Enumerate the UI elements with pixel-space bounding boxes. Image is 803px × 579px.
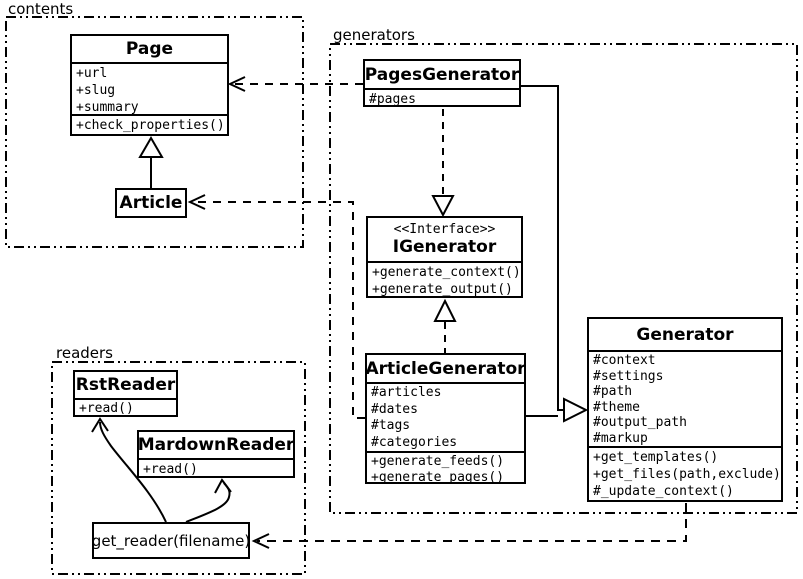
class-pagesgenerator-title: PagesGenerator bbox=[364, 64, 520, 85]
attribute-row: #pages bbox=[369, 92, 416, 105]
attribute-row: #output_path bbox=[593, 415, 687, 430]
dependency-arrowhead-icon bbox=[187, 194, 206, 210]
method-row: +generate_pages() bbox=[371, 470, 505, 482]
attribute-row: #tags bbox=[371, 418, 411, 433]
class-mardownreader-title: MardownReader bbox=[137, 435, 295, 455]
class-generator: Generator #context #settings #path #them… bbox=[587, 317, 783, 502]
attribute-row: #theme bbox=[593, 399, 640, 415]
dependency-arrowhead-icon bbox=[251, 533, 270, 549]
package-label-contents: contents bbox=[8, 0, 74, 18]
package-label-readers: readers bbox=[56, 344, 113, 362]
package-contents-border bbox=[5, 16, 304, 248]
attribute-row: #context bbox=[593, 353, 656, 368]
class-articlegenerator-title: ArticleGenerator bbox=[365, 358, 526, 379]
edge-articlegenerator-to-article bbox=[193, 201, 365, 419]
method-row: +generate_context() bbox=[372, 265, 521, 280]
edge-generator-to-getreader bbox=[257, 503, 687, 542]
method-row: +get_files(path,exclude) bbox=[593, 467, 781, 482]
package-label-generators: generators bbox=[333, 26, 415, 44]
class-page-methods: +check_properties() bbox=[72, 114, 227, 134]
class-articlegenerator-methods: +generate_feeds() +generate_pages() bbox=[367, 451, 524, 482]
edge-getreader-to-mardownreader bbox=[185, 482, 231, 523]
class-igenerator: <<Interface>> IGenerator +generate_conte… bbox=[366, 216, 523, 298]
class-igenerator-methods: +generate_context() +generate_output() bbox=[368, 261, 521, 296]
function-get-reader-label: get_reader(filename) bbox=[91, 531, 251, 550]
generalization-triangle-icon bbox=[563, 397, 589, 423]
attribute-row: #markup bbox=[593, 430, 648, 446]
class-articlegenerator: ArticleGenerator #articles #dates #tags … bbox=[365, 353, 526, 484]
class-articlegenerator-attributes: #articles #dates #tags #categories bbox=[367, 382, 524, 451]
method-row: +read() bbox=[143, 462, 198, 476]
attribute-row: +summary bbox=[76, 100, 139, 114]
class-mardownreader: MardownReader +read() bbox=[137, 430, 295, 478]
class-rstreader-title: RstReader bbox=[75, 375, 176, 395]
attribute-row: +url bbox=[76, 66, 108, 81]
class-article-title: Article bbox=[119, 193, 183, 213]
class-generator-methods: +get_templates() +get_files(path,exclude… bbox=[589, 446, 781, 500]
attribute-row: #dates bbox=[371, 401, 418, 417]
class-igenerator-name: IGenerator bbox=[392, 237, 497, 257]
class-rstreader-methods: +read() bbox=[75, 398, 176, 415]
method-row: +get_templates() bbox=[593, 450, 719, 465]
dependency-arrowhead-icon bbox=[227, 76, 246, 92]
generalization-triangle-icon bbox=[138, 136, 164, 158]
class-pagesgenerator: PagesGenerator #pages bbox=[363, 59, 521, 107]
class-page-title: Page bbox=[125, 39, 174, 59]
edge-pagesgenerator-to-generator bbox=[521, 85, 564, 411]
method-row: +read() bbox=[79, 401, 134, 415]
arrowhead-icon bbox=[214, 478, 232, 494]
class-igenerator-title: <<Interface>> IGenerator bbox=[368, 218, 521, 261]
class-rstreader: RstReader +read() bbox=[73, 370, 178, 417]
class-page: Page +url +slug +summary +check_properti… bbox=[70, 34, 229, 136]
function-get-reader: get_reader(filename) bbox=[92, 522, 250, 559]
class-mardownreader-methods: +read() bbox=[139, 458, 293, 476]
realization-triangle-icon bbox=[431, 195, 455, 218]
method-row: #_update_context() bbox=[593, 484, 734, 499]
attribute-row: #path bbox=[593, 384, 633, 399]
package-readers-border bbox=[51, 361, 306, 575]
class-generator-attributes: #context #settings #path #theme #output_… bbox=[589, 350, 781, 446]
method-row: +generate_output() bbox=[372, 282, 513, 296]
class-article: Article bbox=[115, 188, 187, 218]
edge-getreader-to-rstreader bbox=[99, 421, 167, 523]
realization-triangle-icon bbox=[433, 298, 457, 322]
method-row: +generate_feeds() bbox=[371, 454, 505, 469]
attribute-row: +slug bbox=[76, 83, 116, 98]
class-pagesgenerator-attributes: #pages bbox=[365, 88, 519, 105]
interface-stereotype: <<Interface>> bbox=[393, 222, 496, 237]
class-page-attributes: +url +slug +summary bbox=[72, 62, 227, 114]
attribute-row: #settings bbox=[593, 368, 664, 384]
attribute-row: #categories bbox=[371, 434, 458, 450]
class-generator-title: Generator bbox=[636, 324, 734, 345]
attribute-row: #articles bbox=[371, 385, 442, 400]
arrowhead-icon bbox=[91, 417, 109, 433]
method-row: +check_properties() bbox=[76, 118, 225, 133]
